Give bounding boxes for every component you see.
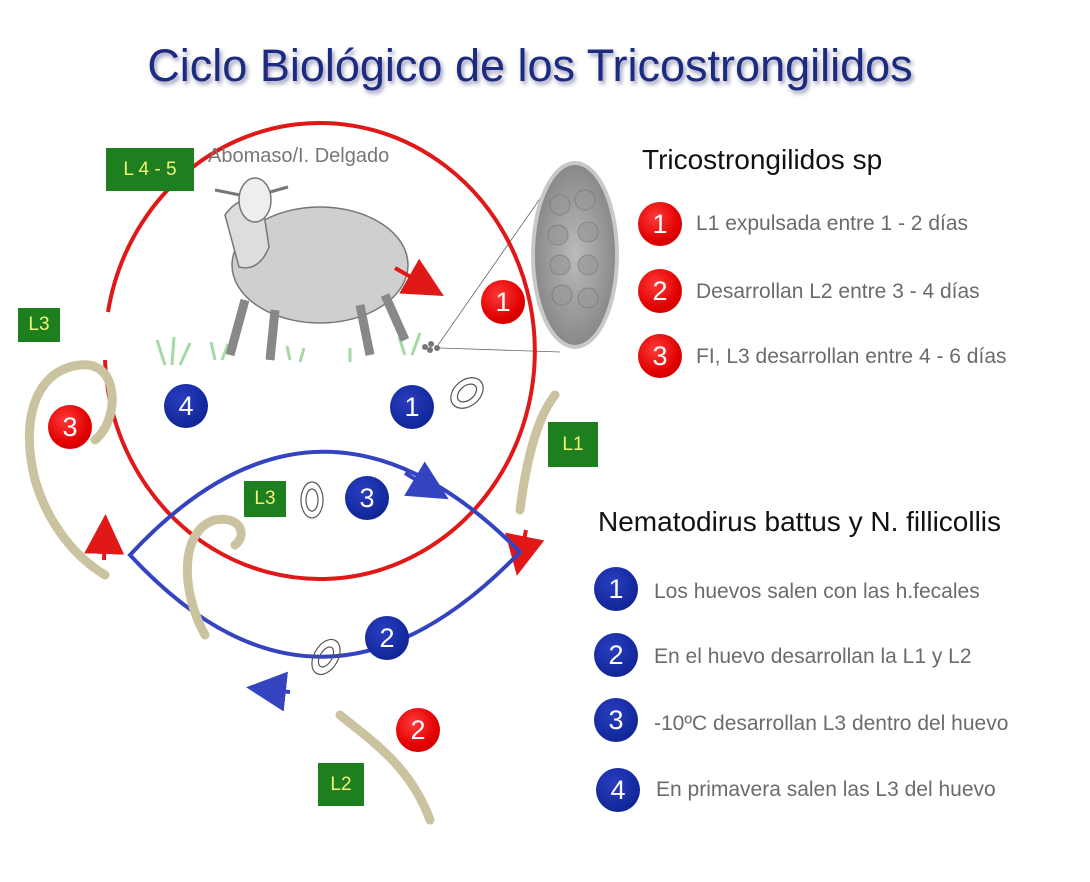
legend-red-1: 1 [638,202,682,246]
legend-text: -10ºC desarrollan L3 dentro del huevo [654,712,1009,735]
legend-red-3: 3 [638,334,682,378]
blue-marker-1: 1 [390,385,434,429]
red-cycle-arrow [103,121,537,581]
tricostrongilidos-heading: Tricostrongilidos sp [642,144,883,175]
legend-blue-3: 3 [594,698,638,742]
location-label: Abomaso/I. Delgado [208,145,390,167]
feces-pellets [422,341,440,353]
blue-marker-3: 3 [345,476,389,520]
blue-cycle-arrow [127,449,523,659]
legend-text: En el huevo desarrollan la L1 y L2 [654,645,972,668]
red-marker-3: 3 [48,405,92,449]
legend-text: Los huevos salen con las h.fecales [654,580,980,603]
blue-marker-2: 2 [365,616,409,660]
sheep-illustration [214,177,410,361]
stage-label-l1: L1 [548,422,598,467]
legend-text: En primavera salen las L3 del huevo [656,778,996,801]
nematodirus-heading: Nematodirus battus y N. fillicollis [598,506,1002,537]
egg-magnified-icon [531,161,619,349]
stage-label-l3-egg: L3 [244,481,286,517]
stage-label-l3: L3 [18,308,60,342]
legend-text: L1 expulsada entre 1 - 2 días [696,212,969,235]
blue-marker-4: 4 [164,384,208,428]
larva-worms [24,360,560,825]
legend-text: Desarrollan L2 entre 3 - 4 días [696,280,980,303]
legend-text: FI, L3 desarrollan entre 4 - 6 días [696,345,1007,368]
legend-blue-4: 4 [596,768,640,812]
legend-blue-2: 2 [594,633,638,677]
legend-red-2: 2 [638,269,682,313]
grass [155,332,422,366]
stage-label-l45: L 4 - 5 [106,148,194,191]
red-marker-2: 2 [396,708,440,752]
stage-label-l2: L2 [318,763,364,806]
red-marker-1: 1 [481,280,525,324]
legend-blue-1: 1 [594,567,638,611]
nematode-eggs [300,377,484,676]
diagram-title: Ciclo Biológico de los Tricostrongilidos [147,40,913,91]
